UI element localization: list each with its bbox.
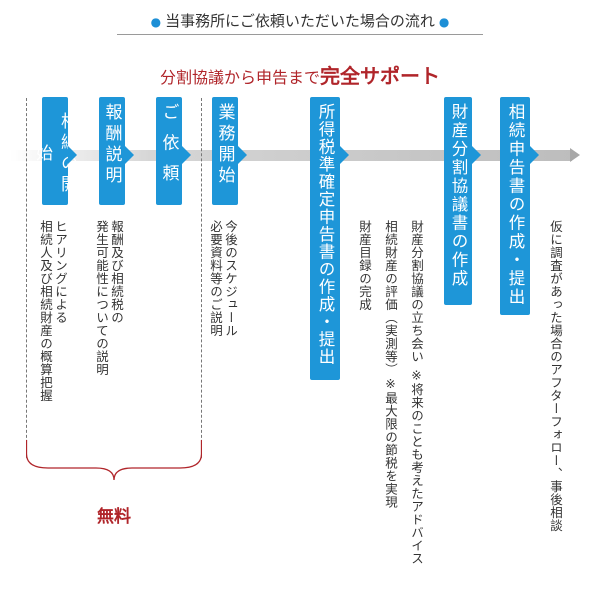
step-note-after-follow: 仮に調査があった場合のアフターフォロー、事後相談 — [548, 220, 563, 532]
step-box-income-tax-return: 所得税準確定申告書の作成・提出 — [310, 97, 340, 380]
step-box-start: 相続の開始 — [32, 97, 77, 205]
title-text: 当事務所にご依頼いただいた場合の流れ — [165, 12, 435, 30]
chevron-right-icon — [68, 146, 77, 164]
free-section-right-divider — [201, 98, 202, 458]
step-box-inheritance-tax-return: 相続申告書の作成・提出 — [500, 97, 530, 315]
bullet-dot-icon: ● — [438, 15, 450, 29]
chevron-right-icon — [340, 146, 349, 164]
timeline-arrow — [10, 150, 572, 161]
chevron-right-icon — [472, 146, 481, 164]
step-box-request: ご 依 頼 — [156, 97, 182, 205]
step-note-asset-inventory: 財産目録の完成 — [357, 220, 372, 311]
subtitle: 分割協議から申告まで完全サポート — [0, 60, 600, 89]
free-bracket — [26, 440, 202, 480]
diagram-title: ●当事務所にご依頼いただいた場合の流れ● — [0, 10, 600, 35]
chevron-right-icon — [125, 146, 134, 164]
step-note-start: ヒアリングによる 相続人及び相続財産の概算把握 — [38, 220, 68, 402]
chevron-right-icon — [238, 146, 247, 164]
step-note-fee-explanation: 報酬及び相続税の 発生可能性についての説明 — [94, 220, 124, 376]
chevron-right-icon — [182, 146, 191, 164]
arrow-head-icon — [570, 148, 580, 162]
step-note-work-start: 今後のスケジュール 必要資料等のご説明 — [208, 220, 238, 337]
title-underline — [117, 34, 483, 35]
subtitle-prefix: 分割協議から申告まで — [159, 68, 320, 87]
free-section-left-divider — [26, 98, 27, 458]
step-box-work-start: 業務開始 — [212, 97, 238, 205]
step-note-division-meeting: 財産分割協議の立ち会い ※将来のことも考えたアドバイス — [409, 220, 424, 565]
step-box-division-agreement: 財産分割協議書の作成 — [444, 97, 472, 305]
step-box-fee-explanation: 報酬説明 — [99, 97, 125, 205]
step-note-asset-valuation: 相続財産の評価（実測等）※最大限の節税を実現 — [383, 220, 398, 509]
free-label: 無料 — [97, 507, 131, 527]
chevron-right-icon — [530, 146, 539, 164]
subtitle-emphasis: 完全サポート — [320, 64, 440, 88]
bullet-dot-icon: ● — [150, 15, 162, 29]
